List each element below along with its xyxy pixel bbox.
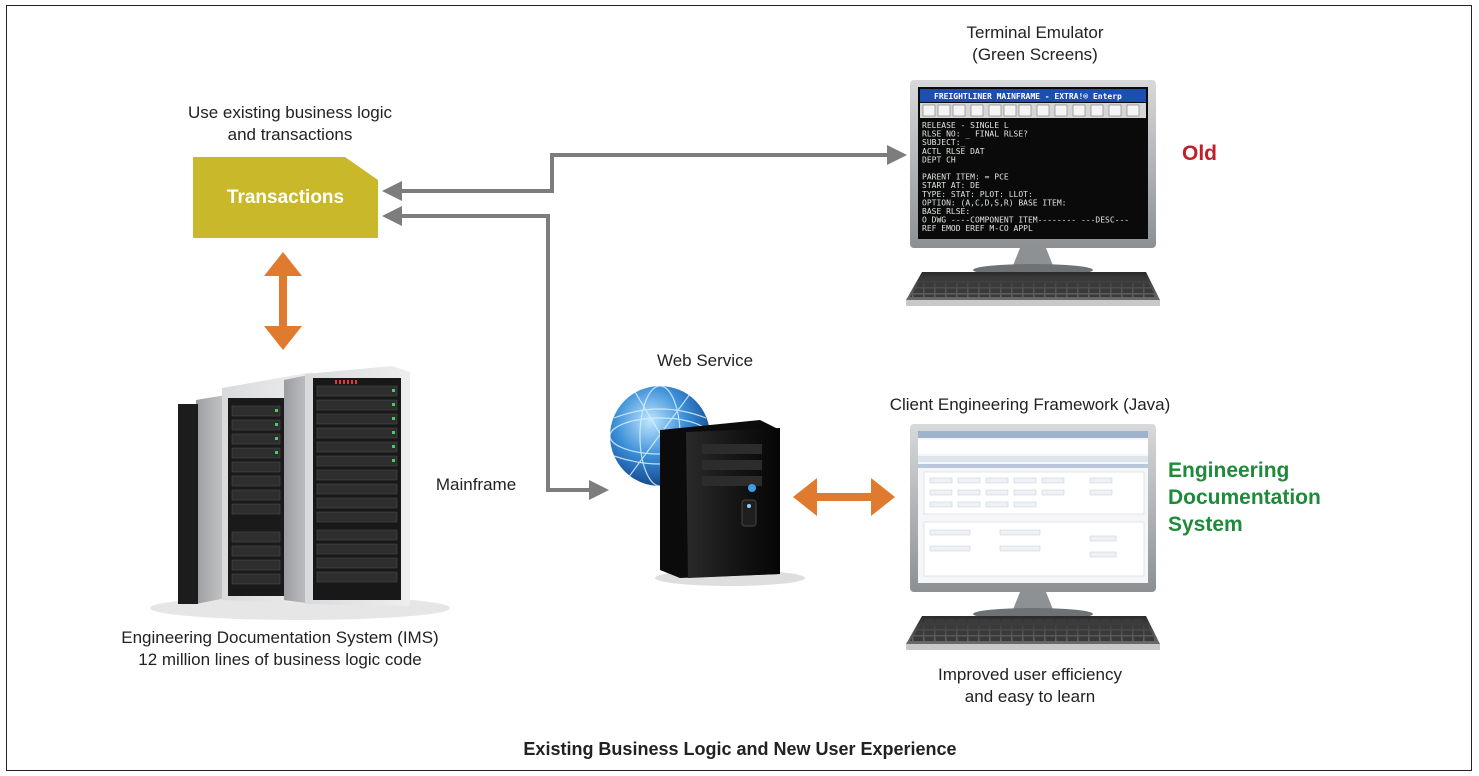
- web-service-tower: [655, 420, 805, 586]
- terminal-line: OPTION: (A,C,D,S,R) BASE ITEM:: [922, 198, 1067, 207]
- mainframe-server-racks: [150, 366, 450, 620]
- eds-new-label: Engineering Documentation System: [1168, 459, 1321, 536]
- connector-terminal-to-transactions: [382, 145, 907, 201]
- terminal-emulator-label: Terminal Emulator (Green Screens): [966, 23, 1104, 64]
- ims-label: Engineering Documentation System (IMS) 1…: [121, 628, 439, 669]
- terminal-line: PARENT ITEM: = PCE: [922, 173, 1009, 182]
- web-service-label: Web Service: [656, 351, 754, 370]
- terminal-line: O DWG ----COMPONENT ITEM-------- ---DESC…: [922, 216, 1129, 225]
- client-keyboard: [906, 616, 1160, 650]
- terminal-line: START AT: DE: [922, 181, 980, 190]
- connector-webservice-to-transactions: [382, 206, 609, 500]
- diagram-frame: [6, 5, 1472, 771]
- terminal-monitor: FREIGHTLINER MAINFRAME - EXTRA!® Enterp …: [910, 80, 1156, 276]
- terminal-line: RELEASE - SINGLE L: [922, 121, 1009, 130]
- efficiency-label: Improved user efficiency and easy to lea…: [938, 665, 1122, 706]
- terminal-line: BASE RLSE:: [922, 207, 970, 216]
- business-logic-label: Use existing business logic and transact…: [187, 103, 393, 144]
- client-framework-label: Client Engineering Framework (Java): [889, 395, 1171, 414]
- terminal-title: FREIGHTLINER MAINFRAME - EXTRA!® Enterp: [934, 92, 1122, 101]
- terminal-line: RLSE NO: _ FINAL RLSE?: [922, 130, 1028, 139]
- terminal-line: REF EMOD EREF M-CO APPL: [922, 224, 1033, 233]
- terminal-line: DEPT CH: [922, 155, 956, 164]
- mainframe-label: Mainframe: [435, 475, 517, 494]
- double-arrow-vertical: [264, 252, 302, 350]
- terminal-line: TYPE: STAT: PLOT: LLOT:: [922, 190, 1033, 199]
- diagram-caption: Existing Business Logic and New User Exp…: [523, 739, 957, 759]
- transactions-label: Transactions: [226, 187, 345, 208]
- terminal-keyboard: [906, 272, 1160, 306]
- old-label: Old: [1182, 142, 1217, 165]
- transactions-box: [193, 157, 378, 238]
- double-arrow-horizontal: [793, 478, 895, 516]
- terminal-line: ACTL RLSE DAT: [922, 147, 985, 156]
- client-monitor: [910, 424, 1156, 620]
- terminal-line: SUBJECT:_: [922, 138, 966, 147]
